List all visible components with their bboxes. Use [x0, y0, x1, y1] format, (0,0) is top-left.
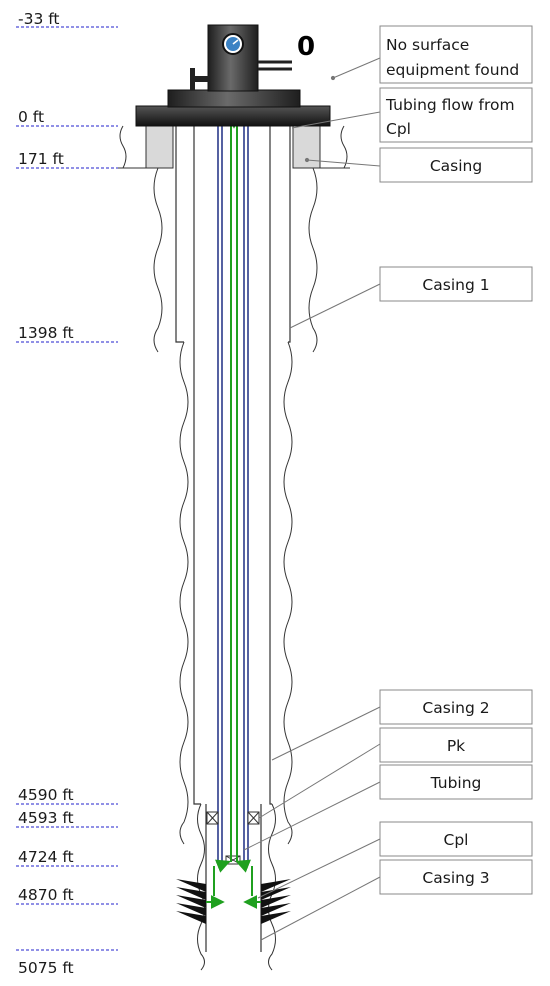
- casing-2-left: [193, 126, 201, 805]
- casing-1: [175, 126, 291, 343]
- callout-tubing-flow-line-2: Cpl: [386, 120, 411, 138]
- callout-surface-line-1: No surface: [386, 36, 469, 54]
- callout-boxes: No surface equipment found Tubing flow f…: [379, 25, 533, 895]
- depth-label-4590: 4590 ft: [18, 786, 74, 804]
- conductor-casing: [118, 125, 350, 169]
- formation-walls: [119, 125, 348, 971]
- surface-wall-left: [119, 125, 127, 169]
- depth-label-4593: 4593 ft: [18, 809, 74, 827]
- flow-cpl-left: [215, 859, 231, 873]
- callout-surface: No surface equipment found: [379, 25, 533, 84]
- leader-casing-1: [289, 283, 381, 329]
- callout-casing-1: Casing 1: [379, 266, 533, 302]
- depth-label-0: 0 ft: [18, 108, 44, 126]
- callout-casing-3-label: Casing 3: [422, 869, 489, 887]
- wellhead-bonnet: [167, 89, 301, 108]
- hole-wall-left-upper: [153, 167, 163, 353]
- wellhead-flange: [135, 105, 331, 127]
- hole-wall-right-upper: [308, 167, 318, 353]
- wellhead-valve-stem: [194, 76, 210, 82]
- hole-wall-right-lower: [283, 341, 293, 845]
- leader-lines: [243, 57, 381, 941]
- wellhead-pressure-value: 0: [297, 32, 315, 62]
- casing-1-left: [175, 126, 184, 343]
- leader-casing: [306, 159, 381, 167]
- callout-cpl-label: Cpl: [444, 831, 469, 849]
- wellhead: 0: [135, 24, 331, 127]
- depth-label-5075: 5075 ft: [18, 959, 74, 977]
- perf-left-5: [176, 911, 206, 924]
- flow-path: [206, 103, 261, 909]
- leader-tubing: [243, 781, 381, 851]
- callout-casing: Casing: [379, 147, 533, 183]
- perf-left-4: [176, 903, 206, 916]
- hole-wall-left-lower: [179, 341, 189, 845]
- perf-left-2: [176, 887, 206, 900]
- depth-label-minus-33: -33 ft: [18, 10, 60, 28]
- depth-label-171: 171 ft: [18, 150, 64, 168]
- flow-cpl-right: [235, 859, 251, 873]
- callout-surface-line-2: equipment found: [386, 61, 519, 79]
- tubing-string: [217, 100, 249, 862]
- perf-left-1: [176, 879, 206, 892]
- leader-casing-3: [260, 876, 381, 941]
- depth-label-4870: 4870 ft: [18, 886, 74, 904]
- perf-right-5: [261, 911, 291, 924]
- perf-left-3: [176, 895, 206, 908]
- packer: [206, 811, 260, 825]
- depth-label-4724: 4724 ft: [18, 848, 74, 866]
- perf-right-4: [261, 903, 291, 916]
- callout-pk-label: Pk: [447, 737, 465, 755]
- callout-tubing: Tubing: [379, 764, 533, 800]
- casing-2-right: [269, 126, 272, 805]
- casing-3: [205, 804, 262, 952]
- callout-casing-3: Casing 3: [379, 859, 533, 895]
- depth-labels: -33 ft 0 ft 171 ft 1398 ft 4590 ft 4593 …: [16, 10, 118, 977]
- leader-casing-2: [271, 706, 381, 761]
- callout-casing-2-label: Casing 2: [422, 699, 489, 717]
- leader-surface: [332, 57, 381, 79]
- casing-1-right: [288, 126, 291, 343]
- depth-label-1398: 1398 ft: [18, 324, 74, 342]
- callout-tubing-flow: Tubing flow from Cpl: [379, 87, 533, 143]
- perforations: [176, 879, 291, 924]
- callout-tubing-flow-line-1: Tubing flow from: [385, 96, 515, 114]
- leader-tubing-flow: [291, 111, 381, 129]
- callout-casing-1-label: Casing 1: [422, 276, 489, 294]
- leader-pk: [258, 743, 381, 819]
- callout-cpl: Cpl: [379, 821, 533, 857]
- conductor-left: [145, 125, 174, 169]
- perf-right-3: [261, 895, 291, 908]
- callout-tubing-label: Tubing: [430, 774, 482, 792]
- perf-right-1: [261, 879, 291, 892]
- callout-casing-label: Casing: [430, 157, 482, 175]
- callout-pk: Pk: [379, 727, 533, 763]
- callout-casing-2: Casing 2: [379, 689, 533, 725]
- wellhead-valve-handle: [190, 68, 195, 90]
- casing-2: [193, 126, 272, 805]
- leader-cpl: [257, 838, 381, 899]
- surface-wall-right: [340, 125, 348, 169]
- perf-right-2: [261, 887, 291, 900]
